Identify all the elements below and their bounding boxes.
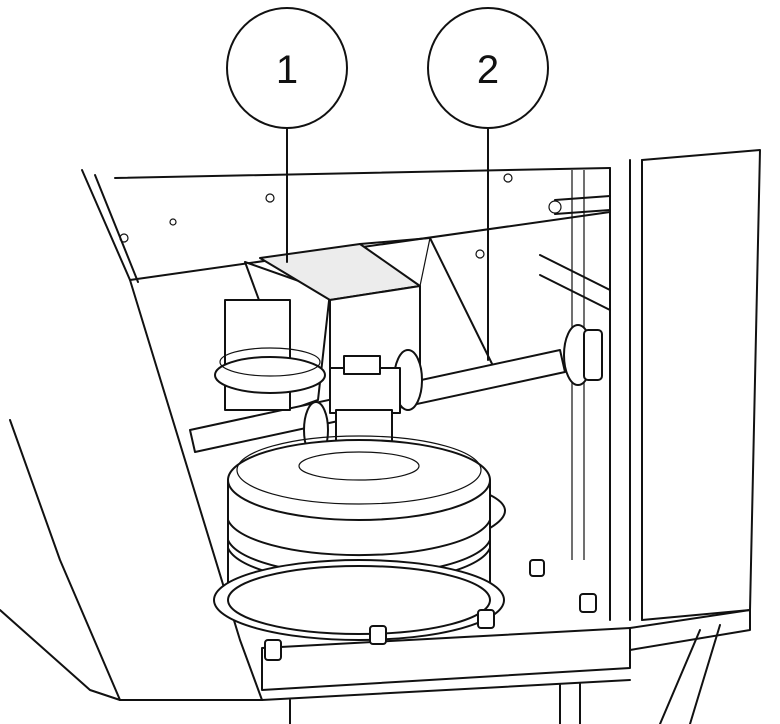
callout-2: 2: [427, 7, 549, 361]
motor-left: [214, 299, 326, 411]
turntable: [213, 435, 506, 641]
base-bolts: [264, 559, 597, 661]
housing-frame: [0, 149, 761, 724]
callout-1: 1: [226, 7, 348, 263]
callout-2-label: 2: [477, 48, 499, 92]
callout-1-label: 1: [276, 48, 298, 92]
